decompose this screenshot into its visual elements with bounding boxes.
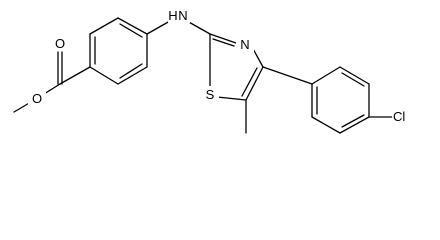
bond-c5-s bbox=[216, 96, 247, 101]
nh-bg bbox=[168, 7, 190, 23]
bond-benz-2 bbox=[89, 17, 119, 35]
atom-labels: O O H N N S Cl bbox=[28, 7, 412, 124]
ester-oxygen-label: O bbox=[32, 91, 42, 106]
bond-benz-inner-3 bbox=[119, 63, 143, 79]
bond-aryl-1 bbox=[311, 66, 341, 85]
thiazole-nitrogen-label: N bbox=[240, 37, 249, 52]
chlorine-label: Cl bbox=[393, 109, 405, 124]
thiazole-sulfur-label: S bbox=[206, 87, 215, 102]
bonds bbox=[13, 17, 393, 134]
carbonyl-oxygen-label: O bbox=[55, 36, 65, 51]
bond-benz-5 bbox=[117, 66, 148, 85]
amine-h-label: H bbox=[168, 8, 177, 23]
bond-aryl-5 bbox=[311, 116, 341, 134]
amine-n-label: N bbox=[178, 8, 187, 23]
structure-canvas: O O H N N S Cl bbox=[13, 7, 412, 134]
bond-carbonyl-ring bbox=[59, 66, 91, 85]
cl-bg bbox=[392, 108, 412, 124]
carbonyl-o-bg bbox=[51, 35, 69, 51]
bond-benz-inner-2 bbox=[119, 23, 143, 38]
bond-o-carbonyl-c bbox=[43, 83, 61, 95]
bond-nh-c2 bbox=[186, 20, 211, 35]
bond-aryl-2 bbox=[339, 66, 370, 85]
molecule-diagram: O O H N N S Cl bbox=[13, 7, 412, 134]
bond-aryl-inner-2 bbox=[341, 114, 365, 128]
bond-c2-n3-b bbox=[212, 38, 235, 47]
bond-benz-3 bbox=[117, 17, 148, 35]
bond-aryl-inner-1 bbox=[341, 72, 365, 87]
bond-benz-6 bbox=[89, 66, 119, 85]
bond-c4-c5-a bbox=[245, 66, 264, 101]
bond-ring-nh bbox=[146, 20, 171, 35]
bond-c2-n3-a bbox=[209, 33, 237, 44]
ester-o-bg bbox=[28, 90, 46, 106]
bond-c4-c5-b bbox=[241, 67, 258, 97]
ring-s-bg bbox=[201, 86, 219, 102]
bond-c4-aryl bbox=[262, 66, 313, 85]
ring-n-bg bbox=[236, 36, 254, 52]
bond-aryl-4 bbox=[339, 116, 370, 134]
